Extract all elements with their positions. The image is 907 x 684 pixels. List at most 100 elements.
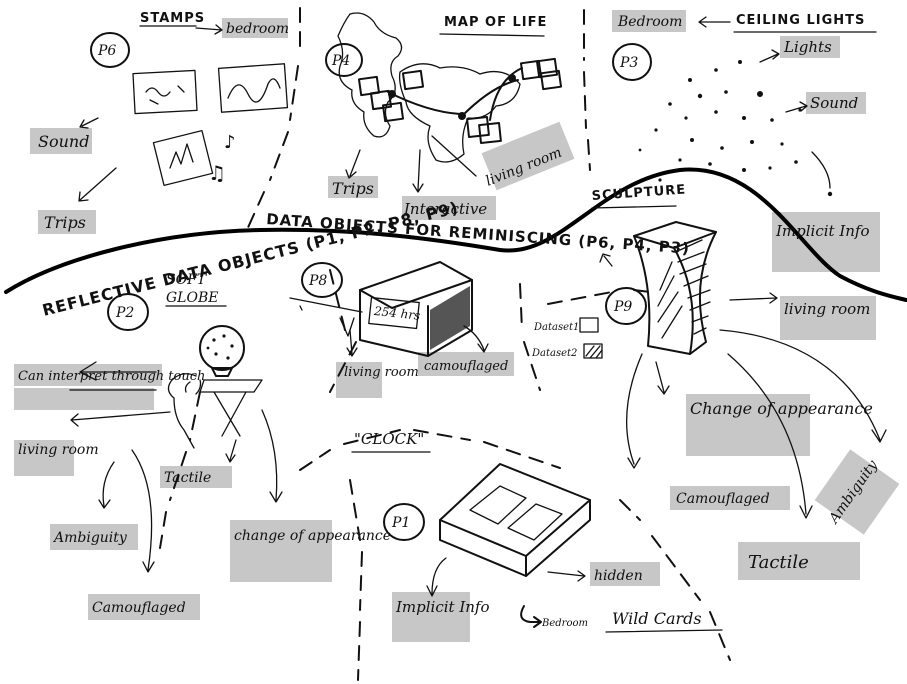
arrow	[427, 558, 446, 596]
stamp-drawing	[219, 64, 288, 112]
hand-drawing	[168, 374, 200, 448]
photo-frame	[479, 123, 501, 143]
title-underline	[606, 630, 722, 632]
participant-id: P6	[97, 43, 116, 59]
dataset1-swatch	[580, 318, 598, 332]
arrow	[548, 571, 585, 581]
arrow	[812, 152, 830, 188]
arrow	[80, 118, 98, 128]
photo-frame	[467, 117, 489, 137]
separator-line	[584, 10, 590, 170]
card-slots	[470, 486, 562, 540]
map-pin	[388, 90, 396, 98]
arrow	[786, 102, 807, 112]
separator-line	[548, 290, 650, 304]
separator-line	[520, 284, 540, 390]
soft-globe-title-line2: GLOBE	[166, 290, 218, 306]
dataset1-label: Dataset1	[533, 322, 579, 333]
soft-globe-tactile-label: Tactile	[164, 470, 211, 486]
soft-globe-interpret-label: Can interpret through touch	[18, 369, 205, 384]
arrow	[346, 150, 360, 178]
soft-globe-title-line1: SOFT	[166, 272, 208, 288]
reflective-data-objects-label: REFLECTIVE DATA OBJECTS (P1, P2, P8, P9)	[40, 198, 460, 320]
card-box-top	[440, 464, 590, 556]
soft-globe-living-room-label: living room	[18, 442, 99, 458]
globe-dots	[207, 334, 234, 359]
arrow	[262, 410, 282, 502]
ceiling-lights-label: Lights	[783, 38, 832, 56]
participant-id: P8	[308, 273, 327, 289]
map-of-life-title: MAP OF LIFE	[444, 15, 547, 30]
arrow	[196, 25, 222, 34]
stamp-drawing	[133, 70, 197, 113]
clock-title: "CLOCK"	[354, 430, 424, 448]
map-pin	[508, 74, 516, 82]
map-pin	[458, 112, 466, 120]
photo-frame	[403, 71, 423, 89]
soft-globe-change-label: change of appearance	[234, 528, 391, 544]
arrow	[600, 254, 612, 266]
clock-box-shading	[430, 286, 470, 350]
sculpture-tactile-label: Tactile	[748, 552, 809, 573]
arrow	[730, 293, 777, 303]
soft-globe-camouflaged-label: Camouflaged	[92, 600, 186, 616]
sculpture-camouflaged-label: Camouflaged	[676, 491, 770, 507]
sculpture-living-room-label: living room	[784, 300, 870, 318]
participant-id: P3	[619, 55, 638, 71]
soft-globe-ambiguity-label: Ambiguity	[52, 530, 128, 546]
globe-stand	[200, 380, 262, 436]
arrow	[413, 150, 423, 192]
card-box-front	[440, 520, 526, 576]
music-note-icon: ♪	[224, 132, 236, 153]
sculpture-title: SCULPTURE	[591, 182, 686, 204]
participant-id: P2	[115, 305, 134, 321]
stamps-section: P6 STAMPS bedroom ♫ ♪ Sound Trips	[38, 11, 289, 232]
shelf-line	[290, 298, 362, 336]
arrow	[656, 362, 669, 394]
stamp-sketch-marks	[146, 86, 184, 104]
stamp-sketch-marks	[228, 79, 280, 102]
stamps-trips-label: Trips	[44, 213, 86, 232]
photo-frame	[541, 71, 561, 89]
dataset2-label: Dataset2	[531, 348, 577, 359]
music-note-icon: ♫	[208, 161, 226, 185]
arrow	[71, 412, 170, 426]
arrow	[132, 450, 154, 572]
dataset2-hatch	[586, 346, 602, 358]
clock-living-room-label-line: living room	[344, 365, 419, 380]
title-underline	[440, 34, 544, 36]
clock-camouflaged-label: camouflaged	[424, 359, 508, 374]
ceiling-lights-title: CEILING LIGHTS	[736, 13, 865, 28]
clock-display-value: 254 hrs	[372, 304, 421, 323]
ceiling-sound-label: Sound	[810, 94, 858, 112]
dot	[828, 192, 832, 196]
ceiling-bedroom-label: Bedroom	[617, 14, 682, 30]
wild-cards-bedroom-label: Bedroom	[541, 618, 588, 629]
arrow	[627, 354, 642, 468]
arrow	[99, 462, 114, 508]
soft-globe-section: P2 SOFT GLOBE Can interpret through touc…	[18, 272, 391, 616]
wild-cards-implicit-info-label: Implicit Info	[395, 598, 490, 616]
photo-frame	[371, 91, 391, 109]
arrow	[464, 326, 488, 352]
map-interactive-label: Interactive	[403, 200, 487, 218]
separator-line	[300, 430, 560, 470]
ceiling-implicit-info-label: Implicit Info	[775, 222, 870, 240]
map-of-life-section: P4 MAP OF LIFE Trips Interactive living …	[326, 13, 564, 218]
participant-id: P9	[613, 299, 632, 315]
stamps-sound-label: Sound	[38, 132, 89, 151]
participant-id: P1	[391, 515, 410, 531]
stamps-bedroom-label: bedroom	[226, 21, 289, 37]
stamp-sketch-marks	[170, 144, 193, 168]
participant-id: P4	[331, 53, 350, 69]
arrow	[226, 440, 236, 462]
arrow	[699, 17, 730, 27]
separator-line	[350, 480, 362, 680]
wild-cards-hidden-label: hidden	[594, 568, 643, 584]
separator-line	[246, 8, 300, 232]
arrow	[79, 168, 116, 201]
arrow	[521, 606, 541, 627]
light-dots	[639, 60, 802, 182]
arrow	[432, 136, 476, 176]
